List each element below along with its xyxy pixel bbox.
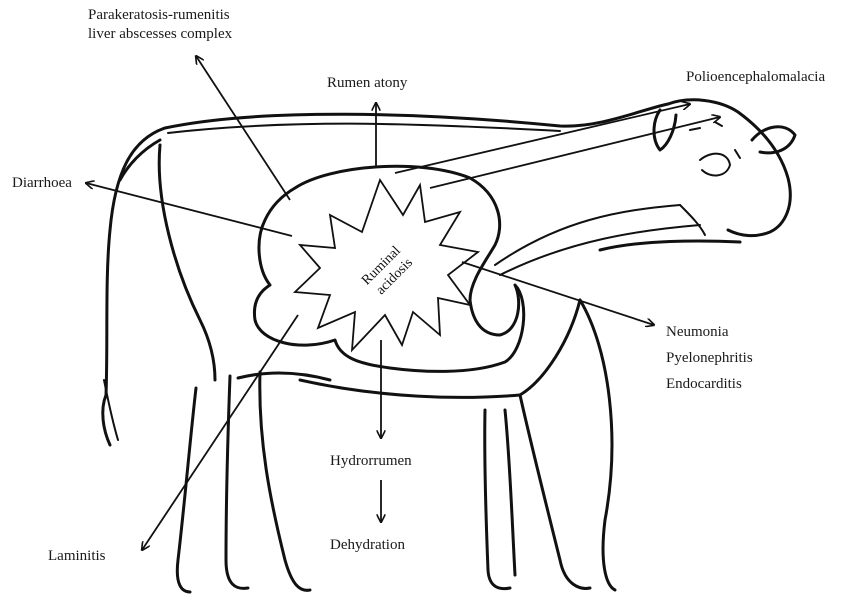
- center-label: Ruminal acidosis: [359, 241, 418, 300]
- label-hydrorrumen: Hydrorrumen: [330, 452, 412, 471]
- label-parakeratosis: Parakeratosis-rumenitis liver abscesses …: [88, 6, 232, 44]
- label-infections: Neumonia Pyelonephritis Endocarditis: [666, 319, 753, 397]
- arrow-polio-upper: [395, 104, 690, 173]
- label-rumen-atony: Rumen atony: [327, 74, 407, 93]
- label-pyelonephritis: Pyelonephritis: [666, 345, 753, 371]
- label-neumonia: Neumonia: [666, 319, 753, 345]
- arrow-diarrhoea: [86, 183, 292, 236]
- effect-arrows: [86, 56, 720, 550]
- label-diarrhoea: Diarrhoea: [12, 174, 72, 193]
- label-laminitis: Laminitis: [48, 547, 106, 566]
- label-dehydration: Dehydration: [330, 536, 405, 555]
- label-parakeratosis-line2: liver abscesses complex: [88, 25, 232, 44]
- arrow-infections: [462, 262, 654, 325]
- label-endocarditis: Endocarditis: [666, 371, 753, 397]
- label-parakeratosis-line1: Parakeratosis-rumenitis: [88, 6, 232, 25]
- label-polioencephalomalacia: Polioencephalomalacia: [686, 68, 825, 87]
